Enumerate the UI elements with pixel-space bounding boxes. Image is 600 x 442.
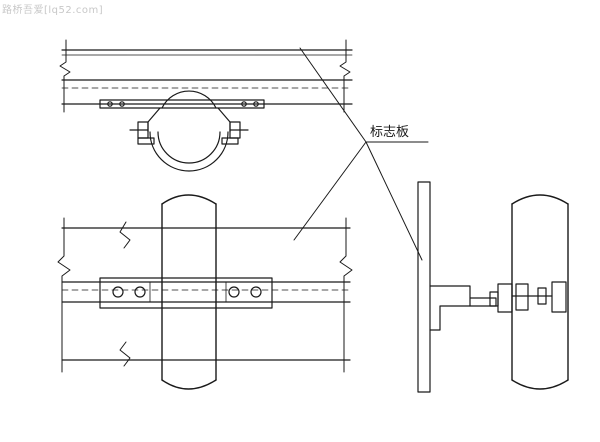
side-bracket <box>429 281 567 331</box>
front-view <box>57 194 353 390</box>
top-clamp <box>99 90 265 172</box>
watermark: 路桥吾爱[lq52.com] <box>2 5 104 16</box>
sign-panel <box>417 181 431 393</box>
top-plan-view <box>59 39 353 172</box>
callout-label: 标志板 <box>370 125 409 140</box>
side-pole <box>511 194 569 390</box>
front-beam <box>57 217 353 373</box>
front-pole <box>161 194 217 390</box>
callout-leaders <box>293 47 429 261</box>
top-beam <box>59 39 353 113</box>
side-view <box>417 181 569 393</box>
front-clamp-plate <box>99 277 273 309</box>
